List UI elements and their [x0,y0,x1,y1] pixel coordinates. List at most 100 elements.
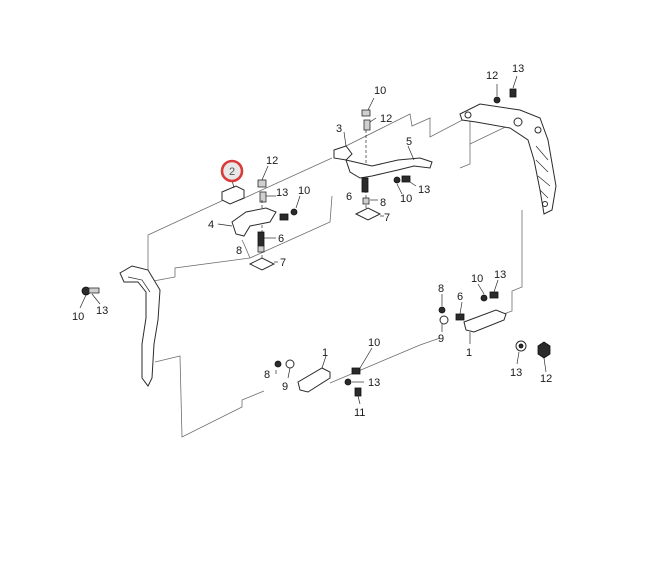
part-8-washer [362,197,370,205]
callout-label: 1 [322,347,328,359]
part-6-pin [361,177,369,193]
highlight-callout-2[interactable]: 2 [220,159,244,183]
hinge-hole [542,201,548,207]
callout-label: 8 [236,245,242,257]
bottom-right-assembly [438,279,551,373]
nut-12 [537,341,551,359]
part-7-plate [248,257,276,271]
washer-8 [274,360,282,368]
bolt-13 [279,213,289,221]
callout-label: 13 [96,305,108,317]
frame-line [459,144,471,169]
part-12-top [361,109,371,117]
callout-label: 13 [276,187,288,199]
leader-line [79,294,87,309]
washer-hole [518,343,524,349]
frame-outlines [147,113,523,438]
callout-label: 12 [266,155,278,167]
bolt-13 [489,291,499,299]
callout-label: 12 [380,113,392,125]
left-bracket-part [119,265,161,387]
part-13-top [363,119,371,131]
bolt-13 [401,175,411,183]
hinge-hole [464,111,472,119]
callout-label: 8 [438,283,444,295]
callout-label: 12 [540,373,552,385]
callout-label: 4 [208,219,214,231]
bolt-13-left [79,286,101,309]
callout-label: 9 [438,333,444,345]
bolt-head [509,88,517,98]
washer-9 [439,315,449,325]
leader-line [217,223,233,227]
callout-label: 3 [336,123,342,135]
callout-label: 10 [471,273,483,285]
part-4-arm [231,207,277,237]
part-6-pin [257,231,265,247]
frame-line [154,355,265,438]
bolt-10 [351,367,361,375]
callout-label: 7 [384,212,390,224]
leader-line [512,75,518,89]
hinge-hole [534,126,542,134]
callout-label: 13 [494,269,506,281]
callout-label: 13 [510,367,522,379]
part-1-hinge [463,309,507,333]
callout-label: 13 [418,184,430,196]
frame-line [239,157,333,201]
callout-label: 6 [278,233,284,245]
frame-line [174,257,251,277]
highlight-label: 2 [229,166,235,178]
bolt-shank [88,287,100,294]
callout-label: 11 [354,407,365,419]
leader-line [343,131,347,147]
right-hinge-bracket [459,103,557,215]
leader-line [261,165,269,181]
callout-label: 10 [298,185,310,197]
bracket-detail [127,276,151,293]
frame-line [147,197,229,236]
hinge-shape [459,103,557,215]
callout-label: 8 [264,369,270,381]
part-5-arm [345,157,433,179]
frame-line [241,195,333,259]
bolt-11 [354,387,362,397]
frame-line [147,235,176,283]
callout-label: 13 [512,63,524,75]
leader-line [295,195,301,209]
part-1-hinge [297,367,331,393]
part-8-washer [257,245,265,253]
callout-label: 10 [368,337,380,349]
bottom-middle-assembly [274,347,373,405]
part-3 [333,145,353,161]
frame-line [333,113,521,153]
leader-line [407,145,415,161]
washer-10 [393,176,401,184]
callout-label: 10 [400,193,412,205]
frame-line [329,337,441,384]
leader-line [516,351,520,365]
washer-10 [290,208,298,216]
callout-label: 6 [346,191,352,203]
leader-line [321,355,327,369]
callout-label: 10 [374,85,386,97]
callout-label: 1 [466,347,472,359]
washer-9 [285,359,295,369]
leader-line [396,183,403,195]
top-middle-assembly [333,97,433,221]
highlight-ring [220,159,244,183]
leader-line [409,181,417,187]
leader-line [459,301,463,315]
bolt-top-right [493,75,518,104]
leader-line [543,357,547,373]
hinge-hole [513,117,523,127]
bracket-shape [119,265,161,387]
part-12 [257,179,267,188]
leader-line [367,97,375,111]
washer-8 [438,306,446,314]
leader-line [477,283,485,295]
left-middle-assembly [217,165,301,271]
leader-line [359,347,373,369]
leader-line [287,367,291,379]
callout-label: 12 [486,70,498,82]
